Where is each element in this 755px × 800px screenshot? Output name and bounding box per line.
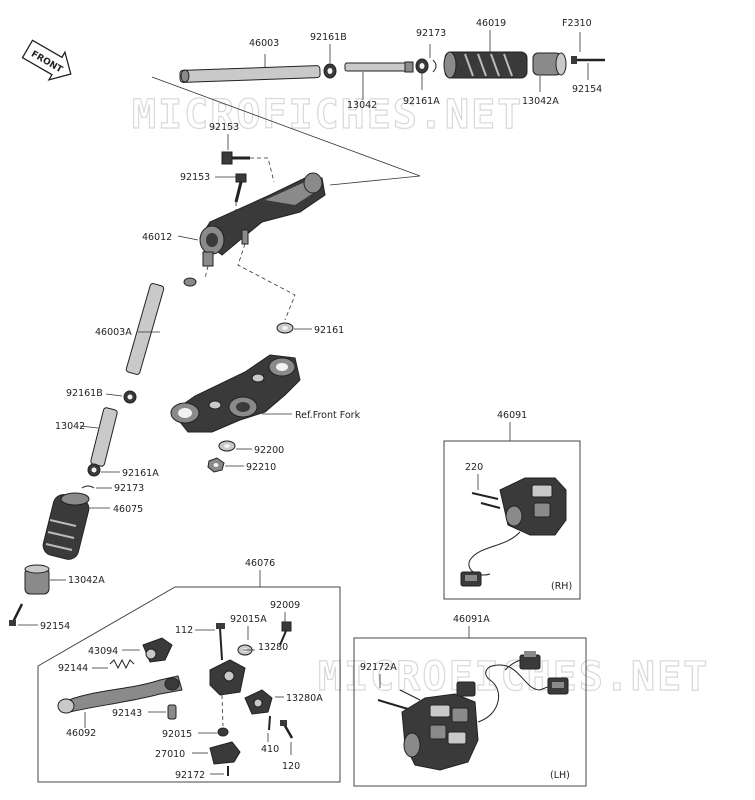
switch-43094	[142, 637, 173, 663]
label-43094: 43094	[88, 646, 118, 657]
weight-13042a-top	[532, 52, 567, 76]
clip-92173-top	[432, 59, 437, 73]
label-92172: 92172	[175, 770, 205, 781]
handlebar-clamp-46012	[199, 172, 326, 267]
label-13042-top: 13042	[347, 100, 377, 111]
screws-92172a	[377, 689, 421, 710]
label-92161a-top: 92161A	[403, 96, 440, 107]
washer-92200	[218, 440, 236, 452]
label-92173-top: 92173	[416, 28, 446, 39]
label-13042-left: 13042	[55, 421, 85, 432]
label-46012: 46012	[142, 232, 172, 243]
label-220: 220	[465, 462, 483, 473]
screw-410	[268, 715, 271, 731]
bolt-112	[216, 623, 225, 661]
nut-92161a-left	[87, 463, 101, 477]
holder-27010	[209, 741, 241, 765]
label-46092: 46092	[66, 728, 96, 739]
bolt-92009	[279, 621, 292, 646]
watermark-bottom: MICROFICHES.NET	[318, 654, 709, 700]
bracket-13280	[209, 659, 246, 696]
nut-92161a-top	[415, 58, 429, 74]
label-92143: 92143	[112, 708, 142, 719]
grip-46019	[443, 51, 528, 79]
bolt-92154-left	[9, 603, 24, 626]
lh-switch-wire	[477, 664, 561, 723]
washer-92015	[217, 727, 229, 737]
label-13280: 13280	[258, 642, 288, 653]
watermark-top: MICROFICHES.NET	[132, 92, 523, 138]
weight-13042a-left	[24, 564, 50, 595]
lever-assembly-box	[37, 586, 341, 783]
label-46003: 46003	[249, 38, 279, 49]
label-92200: 92200	[254, 445, 284, 456]
bolt-92154-top	[571, 56, 605, 64]
label-410: 410	[261, 744, 279, 755]
label-92161a-left: 92161A	[122, 468, 159, 479]
brake-lever-46092	[57, 675, 183, 714]
label-92153-a: 92153	[209, 122, 239, 133]
label-46075: 46075	[113, 504, 143, 515]
label-rh: (RH)	[551, 581, 572, 592]
label-92154-top: 92154	[572, 84, 602, 95]
rod-13042-left	[90, 407, 118, 467]
label-92173-left: 92173	[114, 483, 144, 494]
bolt-92143	[167, 704, 177, 720]
label-46091: 46091	[497, 410, 527, 421]
label-92009: 92009	[270, 600, 300, 611]
rh-switch-housing	[499, 477, 567, 536]
label-27010: 27010	[155, 749, 185, 760]
label-lh: (LH)	[550, 770, 570, 781]
lh-switch-housing	[401, 693, 479, 771]
screw-120	[280, 720, 294, 739]
rh-switch-connector	[460, 571, 482, 587]
rh-switch-box	[443, 440, 581, 600]
label-13042a-top: 13042A	[522, 96, 559, 107]
rh-switch-wire	[468, 531, 521, 576]
lh-connector-a	[456, 681, 476, 697]
label-f2310: F2310	[562, 18, 592, 29]
label-92015: 92015	[162, 729, 192, 740]
cover-13280a	[244, 689, 273, 715]
top-triple-clamp	[170, 354, 301, 433]
label-92210: 92210	[246, 462, 276, 473]
grip-46075	[42, 492, 90, 560]
clip-92173-left	[81, 485, 95, 489]
label-120: 120	[282, 761, 300, 772]
label-92161b-top: 92161B	[310, 32, 347, 43]
screws-220	[471, 492, 501, 509]
bolt-92153-lower	[234, 173, 247, 203]
label-13280a: 13280A	[286, 693, 323, 704]
label-13042a-left: 13042A	[68, 575, 105, 586]
handlebar-46003	[179, 65, 321, 83]
label-46076: 46076	[245, 558, 275, 569]
label-112: 112	[175, 625, 193, 636]
washer-92161	[276, 322, 294, 334]
label-ref-front-fork: Ref.Front Fork	[295, 410, 361, 421]
label-46091a: 46091A	[453, 614, 490, 625]
spring-92144	[109, 658, 135, 670]
lh-connector-b	[519, 651, 541, 670]
lh-switch-box	[353, 637, 587, 787]
nut-92210	[207, 457, 225, 473]
label-92161: 92161	[314, 325, 344, 336]
label-92153-b: 92153	[180, 172, 210, 183]
rod-13042-top	[344, 61, 414, 73]
nut-92161b-left	[123, 390, 137, 404]
label-92144: 92144	[58, 663, 88, 674]
handlebar-46003a	[125, 277, 197, 375]
lh-connector-c	[547, 677, 569, 695]
label-92154-left: 92154	[40, 621, 70, 632]
label-92172a: 92172A	[360, 662, 397, 673]
bolt-92153-upper	[221, 151, 250, 165]
nut-92161b-top	[323, 63, 337, 79]
label-92161b-left: 92161B	[66, 388, 103, 399]
label-46003a: 46003A	[95, 327, 132, 338]
front-direction-arrow: FRONT	[21, 39, 72, 81]
label-46019: 46019	[476, 18, 506, 29]
label-92015a: 92015A	[230, 614, 267, 625]
